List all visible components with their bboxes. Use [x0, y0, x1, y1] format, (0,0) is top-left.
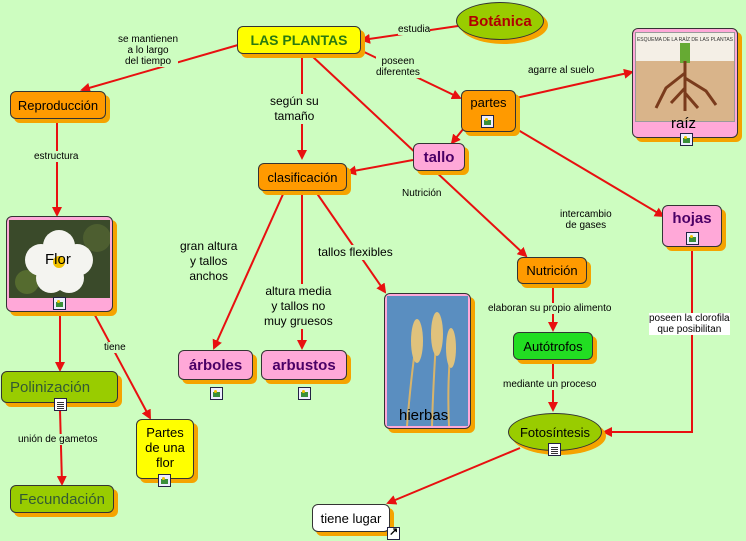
node-reproduccion[interactable]: Reproducción [10, 91, 106, 119]
node-nutricion[interactable]: Nutrición [517, 257, 587, 284]
image-icon[interactable] [686, 232, 699, 245]
image-icon[interactable] [680, 133, 693, 146]
image-icon[interactable] [298, 387, 311, 400]
node-autotrofos[interactable]: Autótrofos [513, 332, 593, 360]
edge-plantas-reproduccion [80, 44, 239, 93]
label-poseen-clorofila: poseen la clorofila que posibilitan [649, 313, 730, 335]
node-las-plantas[interactable]: LAS PLANTAS [237, 26, 361, 54]
label-tallos-flexibles: tallos flexibles [318, 245, 393, 260]
document-icon[interactable] [548, 443, 561, 456]
node-hierbas[interactable]: hierbas [384, 293, 471, 429]
label-gran-altura: gran altura y tallos anchos [180, 239, 238, 284]
flower-image [9, 220, 110, 298]
edge-clasificacion-hierbas [315, 191, 387, 294]
node-polinizacion[interactable]: Polinización [1, 371, 118, 411]
label-estructura: estructura [34, 151, 79, 162]
node-partes-de-una-flor[interactable]: Partes de una flor [136, 419, 194, 487]
edge-partes-hojas [507, 123, 665, 218]
node-raiz[interactable]: ESQUEMA DE LA RAÍZ DE LAS PLANTAS raíz [632, 28, 738, 146]
root-diagram-title: ESQUEMA DE LA RAÍZ DE LAS PLANTAS [637, 36, 734, 43]
node-tiene-lugar[interactable]: tiene lugar [312, 504, 400, 540]
node-botanica[interactable]: Botánica [456, 2, 544, 40]
document-icon[interactable] [54, 398, 67, 411]
wheat-image [387, 296, 468, 426]
node-clasificacion[interactable]: clasificación [258, 163, 347, 191]
label-estudia: estudia [398, 24, 431, 35]
label-union-de-gametos: unión de gametos [18, 434, 98, 445]
node-arbustos[interactable]: arbustos [261, 350, 347, 400]
edge-hojas-fotosintesis [602, 248, 693, 437]
root-diagram-image: ESQUEMA DE LA RAÍZ DE LAS PLANTAS [635, 32, 735, 122]
node-hojas[interactable]: hojas [662, 205, 722, 247]
node-fecundacion[interactable]: Fecundación [10, 485, 114, 513]
image-icon[interactable] [53, 297, 66, 310]
label-mediante-un-proceso: mediante un proceso [503, 379, 597, 390]
node-arboles[interactable]: árboles [178, 350, 253, 400]
node-tallo[interactable]: tallo [413, 143, 465, 171]
edge-polinizacion-fecundacion [56, 409, 67, 486]
label-se-mantienen: se mantienen a lo largo del tiempo [118, 34, 179, 67]
label-elaboran: elaboran su propio alimento [488, 303, 612, 314]
edge-partes-raiz [515, 68, 634, 99]
image-icon[interactable] [158, 474, 171, 487]
image-icon[interactable] [210, 387, 223, 400]
node-flor[interactable]: Flor [6, 216, 113, 312]
node-fotosintesis[interactable]: Fotosíntesis [508, 413, 602, 456]
label-nutricion: Nutrición [402, 188, 442, 199]
node-partes[interactable]: partes [461, 90, 516, 132]
external-link-icon[interactable] [387, 525, 400, 540]
label-agarre-al-suelo: agarre al suelo [528, 65, 595, 76]
label-poseen-diferentes: poseen diferentes [376, 56, 420, 78]
edge-tallo-clasificacion [346, 159, 414, 176]
edge-fotosintesis-tienelugar [386, 447, 521, 505]
label-tiene: tiene [104, 342, 126, 353]
edge-clasificacion-arboles [212, 191, 285, 350]
image-icon[interactable] [481, 115, 494, 128]
label-altura-media: altura media y tallos no muy gruesos [264, 284, 333, 329]
edge-flor-partes [89, 305, 151, 420]
label-segun-su-tamano: según su tamaño [270, 94, 319, 124]
label-intercambio-de-gases: intercambio de gases [560, 209, 612, 231]
